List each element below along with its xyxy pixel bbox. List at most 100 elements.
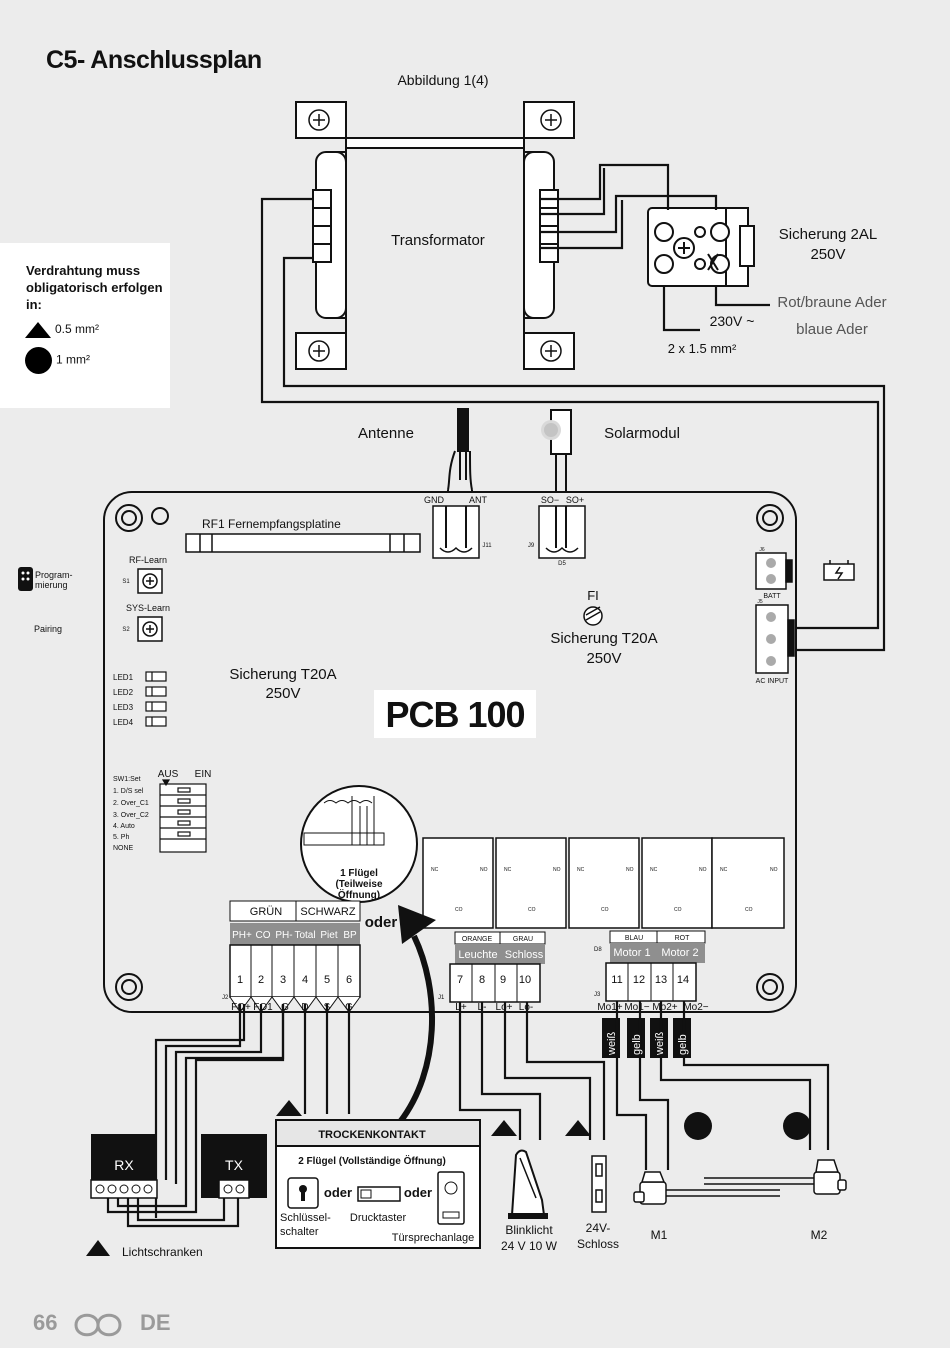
connector-j11	[432, 505, 480, 559]
gnd-label: GND	[424, 495, 445, 505]
two-leaf-label: 2 Flügel (Vollständige Öffnung)	[298, 1154, 446, 1167]
sw-item: SW1:Set	[113, 776, 141, 783]
photocell-rx	[90, 1134, 158, 1199]
rf-board-label: RF1 Fernempfangsplatine	[202, 517, 341, 531]
wire-blue-label: blaue Ader	[796, 321, 868, 338]
solar-label: Solarmodul	[604, 425, 680, 442]
j3-num: 11	[611, 974, 622, 986]
j1-num: 7	[457, 974, 463, 986]
legend-row-triangle: 0.5 mm²	[25, 322, 99, 338]
j2-header: PH+	[232, 930, 252, 941]
wire-color-tag: gelb	[631, 1034, 643, 1055]
sw-item: 3. Over_C2	[113, 812, 149, 819]
motor-m1-label: M1	[651, 1228, 668, 1242]
sw-item: NONE	[113, 845, 134, 852]
led2-label: LED2	[113, 688, 134, 697]
push-button-label: Drucktaster	[350, 1212, 407, 1224]
fuse-right-voltage: 250V	[586, 650, 621, 667]
j1-pin: Lo-	[519, 1002, 533, 1013]
fuse-left-voltage: 250V	[265, 685, 300, 702]
remote-control-icon	[18, 567, 33, 591]
key-switch-line: Schlüssel-	[280, 1212, 331, 1224]
dry-contact-title: TROCKENKONTAKT	[318, 1129, 426, 1141]
key-switch-line: schalter	[280, 1226, 319, 1238]
leuchte-label: Leuchte	[458, 949, 497, 961]
j2-pin: G	[281, 1002, 289, 1013]
legend-title: Verdrahtung muss obligatorisch erfolgen …	[26, 263, 163, 312]
lock-label: 24V-Schloss	[577, 1221, 619, 1251]
j2-header: Piet	[320, 930, 337, 941]
relay-co: CO	[601, 907, 609, 913]
relay-nc: NC	[650, 867, 658, 873]
legend-triangle-label: 0.5 mm²	[55, 322, 100, 337]
sys-learn-label: SYS-Learn	[126, 603, 170, 613]
j3-label: J3	[594, 992, 601, 998]
transformer	[295, 101, 575, 370]
photocell-tx	[201, 1134, 267, 1199]
j1-num: 8	[479, 974, 485, 986]
sun-icon	[541, 420, 561, 440]
motor1-label: Motor 1	[613, 947, 650, 959]
j2-num: 6	[346, 974, 352, 986]
relay-co: CO	[455, 907, 463, 913]
sw-item: 5. Ph	[113, 834, 129, 841]
j2-pin: D	[301, 1002, 308, 1013]
black-label: SCHWARZ	[300, 906, 355, 918]
zoom-line: (Teilweise	[335, 879, 382, 890]
batt-label: BATT	[763, 593, 781, 600]
text-labels: Abbildung 1(4) Transformator Sicherung 2…	[34, 72, 887, 1259]
j2-pin: G	[345, 1002, 353, 1013]
flash-light	[508, 1149, 548, 1219]
oder-label: oder	[365, 914, 398, 931]
wire-color-tag: gelb	[677, 1034, 689, 1055]
connector-ac-input	[755, 604, 795, 674]
led1-label: LED1	[113, 673, 134, 682]
j2-wires	[106, 1004, 351, 1228]
j2-num: 5	[324, 974, 330, 986]
relay-no: NO	[626, 867, 634, 873]
zoom-line: 1 Flügel	[340, 868, 378, 879]
d5-label: D5	[558, 561, 566, 567]
flash-light-voltage: 24 V 10 W	[501, 1239, 558, 1253]
j2-header: CO	[256, 930, 271, 941]
s2-label: S2	[122, 627, 130, 633]
j2-header: BP	[343, 930, 357, 941]
intercom-label: Türsprechanlage	[392, 1232, 475, 1244]
j2-num: 4	[302, 974, 308, 986]
mains-voltage: 230V ~	[710, 313, 755, 329]
f1-label: FI	[587, 588, 599, 603]
button-s1	[137, 568, 163, 594]
j3-num: 12	[633, 974, 645, 986]
j3-num: 13	[655, 974, 667, 986]
j3-num: 14	[677, 974, 689, 986]
so-minus-label: SO−	[541, 495, 559, 505]
fuse-holder-2al	[647, 207, 755, 287]
connector-j3	[605, 930, 706, 1002]
j2-header: PH-	[275, 930, 292, 941]
fuse-2al-label: Sicherung 2AL	[779, 226, 877, 243]
relay-no: NO	[699, 867, 707, 873]
j9-label: J9	[528, 543, 535, 549]
relay-co: CO	[745, 907, 753, 913]
arrow-icon	[397, 905, 436, 1124]
j5-label: J5	[757, 599, 763, 605]
oder-label-2: oder	[404, 1185, 432, 1200]
transformer-label: Transformator	[391, 232, 485, 249]
fuse-left-label: Sicherung T20A	[229, 666, 336, 683]
so-plus-label: SO+	[566, 495, 584, 505]
legend-circle-label: 1 mm²	[56, 352, 90, 367]
j3-pin: Mo1+	[597, 1002, 622, 1013]
photocells-label: Lichtschranken	[122, 1245, 203, 1259]
dip-switch	[159, 779, 207, 853]
electric-lock	[591, 1155, 607, 1213]
red-label: ROT	[675, 935, 691, 942]
j2-header: Total	[294, 930, 315, 941]
leds	[145, 671, 167, 727]
page-title: C5- Anschlussplan	[46, 46, 262, 74]
j1-num: 9	[500, 974, 506, 986]
lock-line: 24V-	[586, 1221, 611, 1235]
prog-line: mierung	[35, 580, 68, 590]
rf-board	[185, 533, 421, 553]
d8-label: D8	[594, 947, 602, 953]
